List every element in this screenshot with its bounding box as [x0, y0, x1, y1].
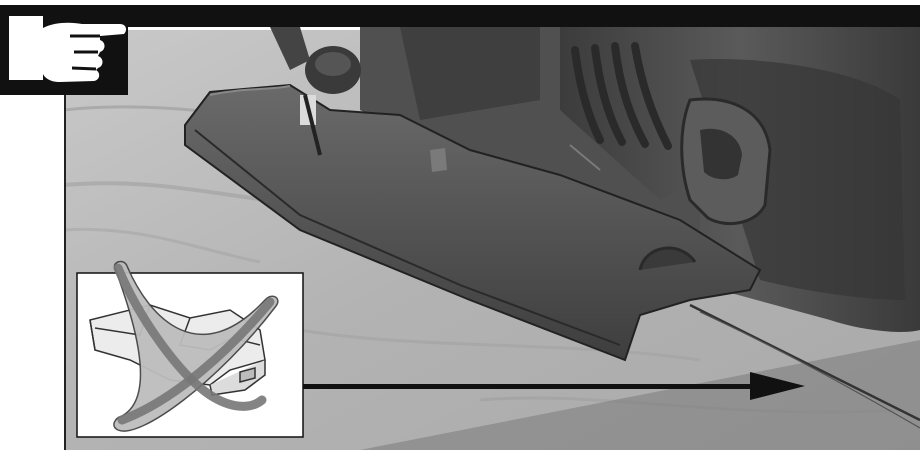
jigsaw-tool — [184, 27, 920, 362]
base-shoe — [184, 83, 762, 362]
pointing-hand-icon — [0, 5, 128, 95]
header-band — [120, 5, 920, 27]
prohibition-inset — [76, 260, 304, 438]
left-rule — [64, 30, 66, 450]
arrow-right-icon — [303, 372, 805, 400]
prohibition-cross-icon — [113, 260, 279, 432]
vent-slots — [571, 42, 672, 150]
